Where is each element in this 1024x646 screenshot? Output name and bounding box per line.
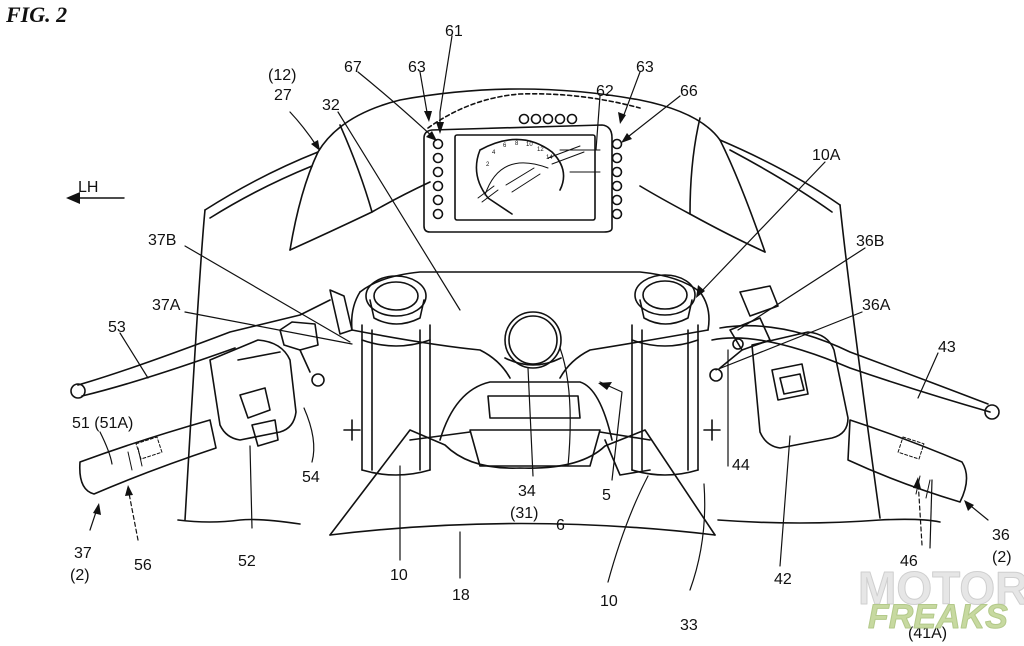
reference-label: 67 [344, 59, 362, 76]
left-handlebar [70, 289, 353, 495]
reference-label: 32 [322, 97, 340, 114]
center-body [329, 381, 716, 536]
reference-label: 42 [774, 571, 792, 588]
gauge-tick: 2 [486, 162, 490, 168]
reference-label: 18 [452, 587, 470, 604]
front-fairing [177, 88, 941, 525]
reference-label: (12) [268, 67, 296, 84]
gauge-tick: 6 [503, 143, 507, 149]
reference-label: (2) [992, 549, 1012, 566]
reference-label: 43 [938, 339, 956, 356]
reference-label: 63 [408, 59, 426, 76]
reference-label: 66 [680, 83, 698, 100]
reference-labels: LH 61 (12) 27 67 63 62 63 66 32 10A 37B … [70, 23, 1012, 642]
leader-lines [89, 35, 989, 591]
reference-label: 46 [900, 553, 918, 570]
gauge-tick: 8 [515, 141, 519, 147]
top-bridge [350, 271, 710, 379]
reference-label: (41A) [908, 625, 947, 642]
reference-label: (2) [70, 567, 90, 584]
reference-label: 5 [602, 487, 611, 504]
left-fork [343, 275, 431, 476]
reference-label: 61 [445, 23, 463, 40]
gauge-tick: 4 [492, 150, 496, 156]
reference-label: 36 [992, 527, 1010, 544]
reference-label: 36B [856, 233, 884, 250]
reference-label: 6 [556, 517, 565, 534]
reference-label: 56 [134, 557, 152, 574]
instrument-display [423, 113, 623, 233]
direction-label: LH [78, 179, 98, 196]
reference-label: 53 [108, 319, 126, 336]
gauge-tick: 10 [526, 142, 533, 148]
reference-label: 37 [74, 545, 92, 562]
watermark-line1: MOTOR [858, 562, 1024, 614]
reference-label: 27 [274, 87, 292, 104]
reference-label: 37B [148, 232, 176, 249]
gauge-tick-labels: 2 4 6 8 10 12 14 [486, 141, 553, 168]
reference-label: 44 [732, 457, 750, 474]
reference-label: 52 [238, 553, 256, 570]
reference-label: 54 [302, 469, 320, 486]
leader-arrowheads [93, 111, 974, 515]
reference-label: 37A [152, 297, 181, 314]
reference-label: 51 (51A) [72, 415, 133, 432]
reference-label: 36A [862, 297, 891, 314]
watermark-logo: MOTOR FREAKS [858, 562, 1024, 637]
reference-label: 33 [680, 617, 698, 634]
gauge-tick: 14 [546, 155, 553, 161]
gauge-tick: 12 [537, 147, 544, 153]
watermark-line2: FREAKS [868, 598, 1008, 636]
right-handlebar [709, 285, 1000, 503]
figure-title: FIG. 2 [6, 2, 68, 27]
reference-label: 10 [600, 593, 618, 610]
reference-label: 62 [596, 83, 614, 100]
reference-label: 63 [636, 59, 654, 76]
reference-label: (31) [510, 505, 538, 522]
reference-label: 10A [812, 147, 841, 164]
direction-arrow-lh [66, 192, 125, 204]
reference-label: 34 [518, 483, 536, 500]
reference-label: 10 [390, 567, 408, 584]
